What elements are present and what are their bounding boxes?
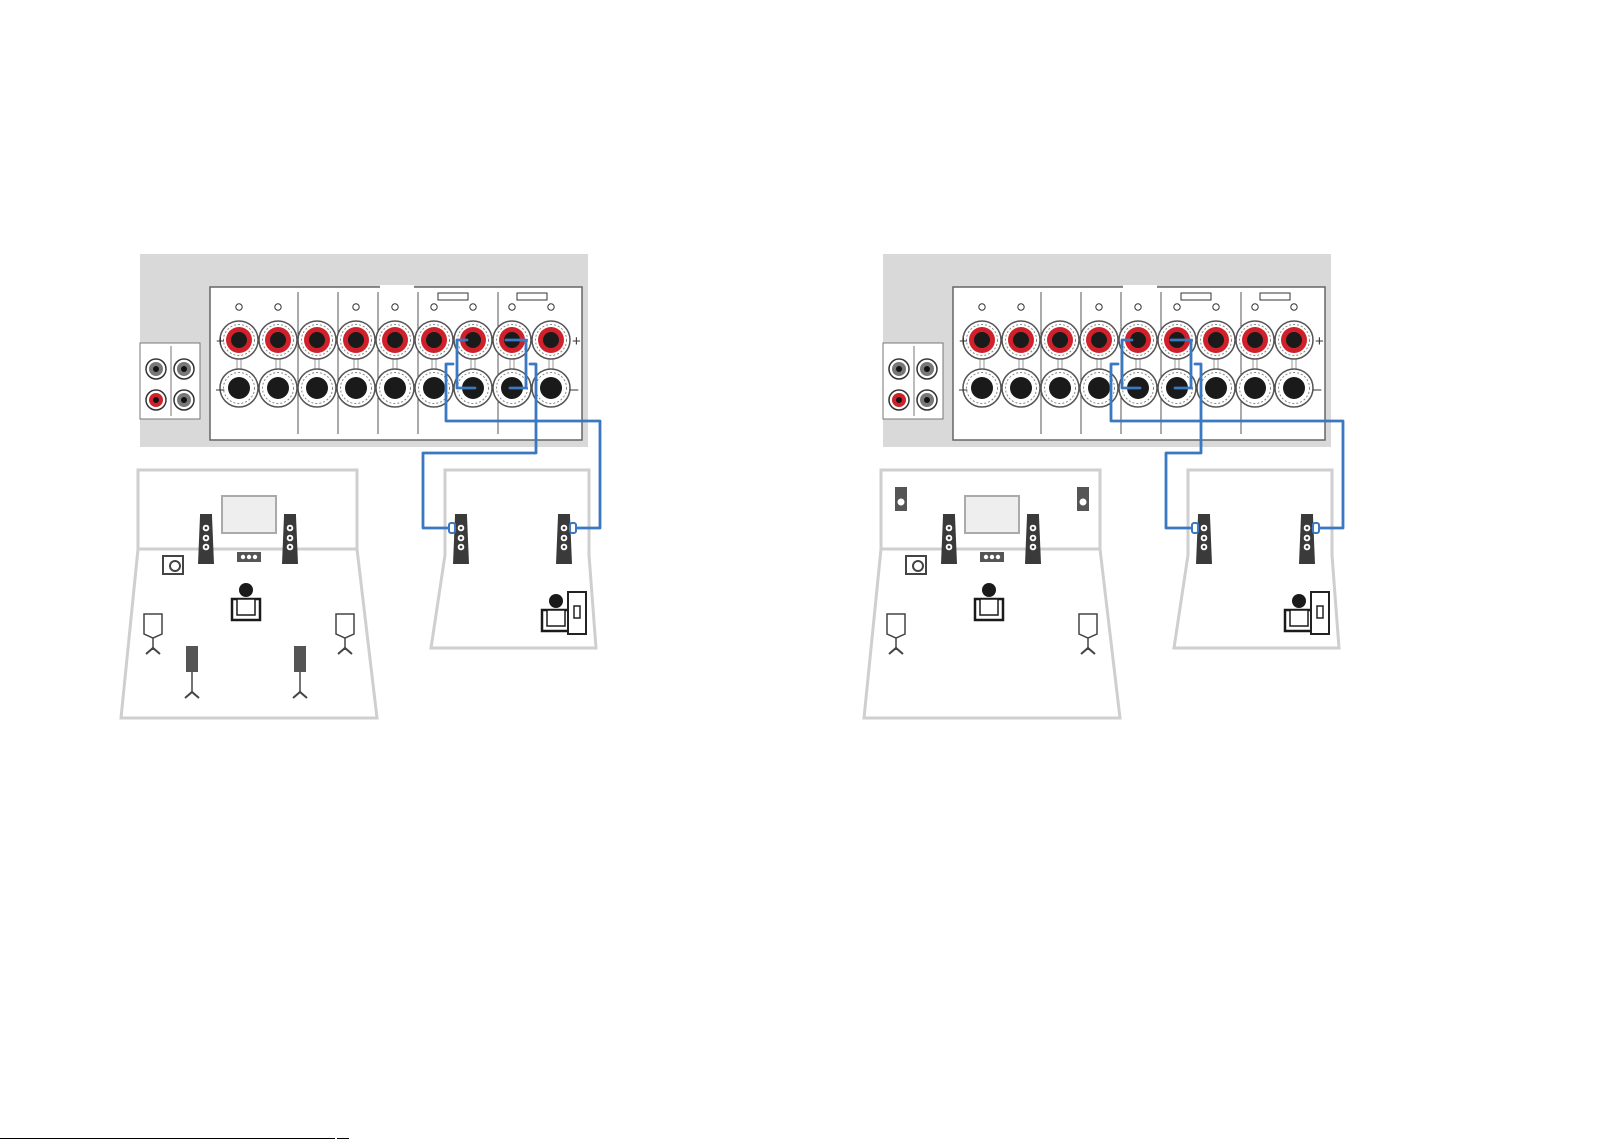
surround-speaker-icon (144, 614, 162, 654)
footer-rule-tick (337, 1138, 349, 1139)
panel-right: + – + – (864, 254, 1343, 718)
listener-icon (232, 583, 260, 620)
speaker-terminal-plus (1041, 321, 1079, 359)
rca-jack-icon (917, 390, 937, 410)
listener-icon (1285, 594, 1313, 631)
cable-plug (1313, 523, 1319, 533)
speaker-terminal-minus (376, 369, 414, 407)
rca-jack-icon (889, 390, 909, 410)
speaker-terminal-plus (337, 321, 375, 359)
surround-back-speaker-icon (185, 646, 199, 698)
cable-plug (1192, 523, 1198, 533)
footer-rule (0, 1138, 335, 1139)
tv-screen-icon (222, 496, 276, 533)
minus-mark: – (959, 381, 968, 398)
surround-speaker-icon (887, 614, 905, 654)
presence-speaker-icon (895, 487, 907, 511)
tower-speaker-icon (282, 514, 298, 564)
speaker-terminal-plus (1080, 321, 1118, 359)
speaker-terminal-plus (259, 321, 297, 359)
speaker-terminal-minus (220, 369, 258, 407)
rca-jack-icon (889, 359, 909, 379)
rca-jack-icon (174, 390, 194, 410)
minus-mark: – (216, 381, 225, 398)
speaker-terminal-minus (259, 369, 297, 407)
minus-mark: – (1313, 381, 1322, 398)
listener-icon (542, 594, 570, 631)
speaker-terminal-plus (532, 321, 570, 359)
surround-speaker-icon (336, 614, 354, 654)
presence-speaker-icon (1077, 487, 1089, 511)
rca-jack-icon (917, 359, 937, 379)
rca-jack-icon (146, 359, 166, 379)
surround-back-speaker-icon (293, 646, 307, 698)
screen-door-icon (568, 592, 586, 634)
cable-plug (570, 523, 576, 533)
plus-mark: + (959, 333, 968, 350)
speaker-terminal-minus (1236, 369, 1274, 407)
plus-mark: + (216, 333, 225, 350)
speaker-terminal-minus (963, 369, 1001, 407)
listener-icon (975, 583, 1003, 620)
tv-screen-icon (965, 496, 1019, 533)
speaker-terminal-minus (298, 369, 336, 407)
tower-speaker-icon (1196, 514, 1212, 564)
subwoofer-icon (163, 556, 183, 574)
tower-speaker-icon (1025, 514, 1041, 564)
speaker-terminal-plus (298, 321, 336, 359)
speaker-terminal-minus (1197, 369, 1235, 407)
center-speaker-icon (237, 552, 261, 562)
plus-mark: + (572, 333, 581, 350)
speaker-terminal-minus (1041, 369, 1079, 407)
speaker-terminal-minus (1275, 369, 1313, 407)
tower-speaker-icon (556, 514, 572, 564)
screen-door-icon (1311, 592, 1329, 634)
speaker-terminal-minus (532, 369, 570, 407)
surround-speaker-icon (1079, 614, 1097, 654)
center-speaker-icon (980, 552, 1004, 562)
panel-left: + – + – (121, 254, 600, 718)
plus-mark: + (1315, 333, 1324, 350)
rca-jack-icon (174, 359, 194, 379)
speaker-terminal-plus (415, 321, 453, 359)
rca-jack-icon (146, 390, 166, 410)
minus-mark: – (570, 381, 579, 398)
cable-plug (449, 523, 455, 533)
speaker-terminal-plus (1236, 321, 1274, 359)
subwoofer-icon (906, 556, 926, 574)
tower-speaker-icon (453, 514, 469, 564)
tower-speaker-icon (941, 514, 957, 564)
speaker-terminal-plus (1197, 321, 1235, 359)
speaker-terminal-plus (220, 321, 258, 359)
speaker-terminal-plus (1002, 321, 1040, 359)
speaker-terminal-plus (1275, 321, 1313, 359)
speaker-terminal-minus (337, 369, 375, 407)
speaker-terminal-plus (376, 321, 414, 359)
tower-speaker-icon (1299, 514, 1315, 564)
speaker-terminal-plus (963, 321, 1001, 359)
speaker-terminal-minus (1002, 369, 1040, 407)
tower-speaker-icon (198, 514, 214, 564)
